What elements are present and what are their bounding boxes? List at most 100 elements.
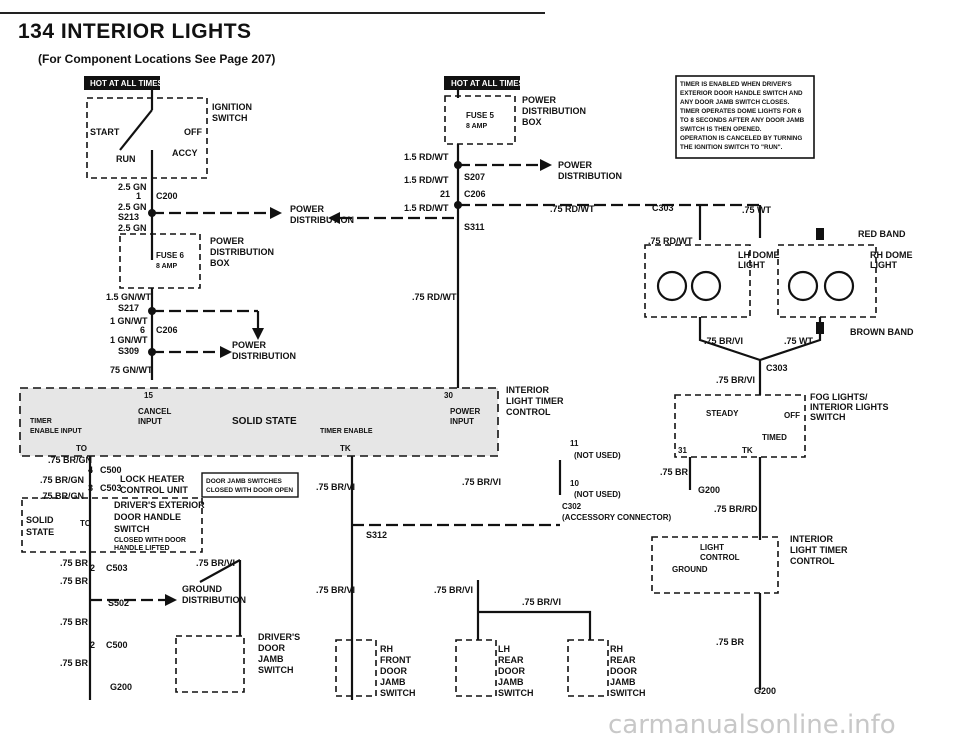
- connector-label: C500: [100, 465, 122, 475]
- pdb-left-2: DISTRIBUTION: [210, 247, 274, 257]
- note-line: ANY DOOR JAMB SWITCH CLOSES.: [680, 99, 790, 106]
- wire-label: .75 BR/VI: [716, 375, 755, 385]
- rh-rear-2: REAR: [610, 655, 636, 665]
- rh-dome-2: LIGHT: [870, 260, 897, 270]
- note-line: TIMER OPERATES DOME LIGHTS FOR 6: [680, 108, 802, 115]
- connector-pin: 1: [136, 191, 141, 201]
- fog-switch-1: FOG LIGHTS/: [810, 392, 868, 402]
- connector-label: C500: [106, 640, 128, 650]
- ground-label: G200: [698, 485, 720, 495]
- splice-label: S312: [366, 530, 387, 540]
- lh-rear-5: SWITCH: [498, 688, 534, 698]
- wire-label: .75 BR/VI: [316, 482, 355, 492]
- hot-badge-mid: [444, 76, 520, 90]
- jamb-note-box: [201, 472, 299, 498]
- lock-heater-2: CONTROL UNIT: [120, 485, 188, 495]
- wire-label: .75 BR: [60, 558, 89, 568]
- page-title: 134 INTERIOR LIGHTS: [18, 20, 252, 43]
- lh-dome-2: LIGHT: [738, 260, 765, 270]
- wire-label: .75 BR/RD: [714, 504, 758, 514]
- note-line: EXTERIOR DOOR HANDLE SWITCH AND: [680, 90, 803, 97]
- fog-steady: STEADY: [706, 409, 739, 418]
- wire-label: .75 BR: [60, 658, 89, 668]
- ilt-control-top-1: INTERIOR: [506, 385, 550, 395]
- lock-heater-1: LOCK HEATER: [120, 474, 185, 484]
- ign-start: START: [90, 127, 120, 137]
- wire-label: 2.5 GN: [118, 223, 147, 233]
- ilt-control-right-3: CONTROL: [790, 556, 835, 566]
- lh-rear-1: LH: [498, 644, 510, 654]
- ignition-switch-label-1: IGNITION: [212, 102, 252, 112]
- pdb-mid-2: DISTRIBUTION: [522, 106, 586, 116]
- timer-enable-b: TIMER ENABLE: [320, 428, 373, 435]
- hot-label-left: HOT AT ALL TIMES: [90, 79, 164, 88]
- wire-label: .75 BR: [60, 617, 89, 627]
- note-line: THE IGNITION SWITCH TO "RUN".: [680, 144, 783, 151]
- connector-label: C206: [156, 325, 178, 335]
- wire-label: .75 BR/GN: [48, 455, 92, 465]
- driver-jamb-4: SWITCH: [258, 665, 294, 675]
- rh-dome-1: RH DOME: [870, 250, 913, 260]
- fog-switch-2: INTERIOR LIGHTS: [810, 402, 889, 412]
- not-used-b: (NOT USED): [574, 490, 621, 499]
- rh-rear-5: SWITCH: [610, 688, 646, 698]
- pdb-mid-1: POWER: [522, 95, 557, 105]
- lh-rear-3: DOOR: [498, 666, 526, 676]
- red-band-label: RED BAND: [858, 229, 906, 239]
- note-box: [675, 75, 815, 159]
- wire-label: 2.5 GN: [118, 202, 147, 212]
- note-line: TIMER IS ENABLED WHEN DRIVER'S: [680, 81, 792, 88]
- pdb-left-1: POWER: [210, 236, 245, 246]
- power-dist-left-1: POWER: [290, 204, 325, 214]
- light-control-2: CONTROL: [700, 553, 740, 562]
- wire-label: .75 BR/GN: [40, 491, 84, 501]
- power-dist-left-b-1: POWER: [232, 340, 267, 350]
- driver-ext-2: DOOR HANDLE: [114, 512, 181, 522]
- rh-front-5: SWITCH: [380, 688, 416, 698]
- rh-front-1: RH: [380, 644, 393, 654]
- pdb-mid-3: BOX: [522, 117, 542, 127]
- solid-state-label: SOLID STATE: [232, 416, 297, 427]
- ign-off: OFF: [184, 127, 202, 137]
- accessory-connector: (ACCESSORY CONNECTOR): [562, 513, 672, 522]
- splice-label: S311: [464, 222, 485, 232]
- rh-front-4: JAMB: [380, 677, 406, 687]
- closed-note-1: CLOSED WITH DOOR: [114, 537, 186, 544]
- fog-switch-3: SWITCH: [810, 412, 846, 422]
- connector-pin: 2: [90, 640, 95, 650]
- rh-rear-1: RH: [610, 644, 623, 654]
- solid-state-1: SOLID: [26, 515, 54, 525]
- note-line: OPERATION IS CANCELED BY TURNING: [680, 135, 802, 142]
- wire-label: .75 WT: [784, 336, 814, 346]
- ground-label: G200: [754, 686, 776, 696]
- fog-pin-31: 31: [678, 446, 687, 455]
- jamb-note-1: DOOR JAMB SWITCHES: [206, 478, 283, 485]
- fuse6-label: FUSE 6: [156, 251, 185, 260]
- timer-pin-30: 30: [444, 391, 453, 400]
- hot-label-mid: HOT AT ALL TIMES: [451, 79, 525, 88]
- connector-pin: 3: [88, 483, 93, 493]
- wire-label: .75 BR: [716, 637, 745, 647]
- wire-label: .75 BR/VI: [462, 477, 501, 487]
- timer-enable-2: ENABLE INPUT: [30, 428, 82, 435]
- splice-label: S309: [118, 346, 139, 356]
- fuse6-amp: 8 AMP: [156, 263, 177, 270]
- power-dist-mid-1: POWER: [558, 160, 593, 170]
- wire-label: 75 GN/WT: [110, 365, 153, 375]
- fuse5-amp: 8 AMP: [466, 123, 487, 130]
- wire-label: .75 BR/VI: [434, 585, 473, 595]
- watermark: carmanualsonline.info: [608, 710, 896, 740]
- closed-note-2: HANDLE LIFTED: [114, 545, 170, 552]
- jamb-note-2: CLOSED WITH DOOR OPEN: [206, 487, 293, 494]
- wire-label: .75 RD/WT: [648, 236, 693, 246]
- timer-pin-15: 15: [144, 391, 153, 400]
- ilt-control-top-3: CONTROL: [506, 407, 551, 417]
- header-rule: [0, 12, 545, 14]
- pdb-left-3: BOX: [210, 258, 230, 268]
- lh-rear-4: JAMB: [498, 677, 524, 687]
- connector-label: C206: [464, 189, 486, 199]
- page-subtitle: (For Component Locations See Page 207): [38, 52, 276, 66]
- note-line: TO 8 SECONDS AFTER ANY DOOR JAMB: [680, 117, 805, 124]
- driver-ext-1: DRIVER'S EXTERIOR: [114, 500, 205, 510]
- driver-ext-3: SWITCH: [114, 524, 150, 534]
